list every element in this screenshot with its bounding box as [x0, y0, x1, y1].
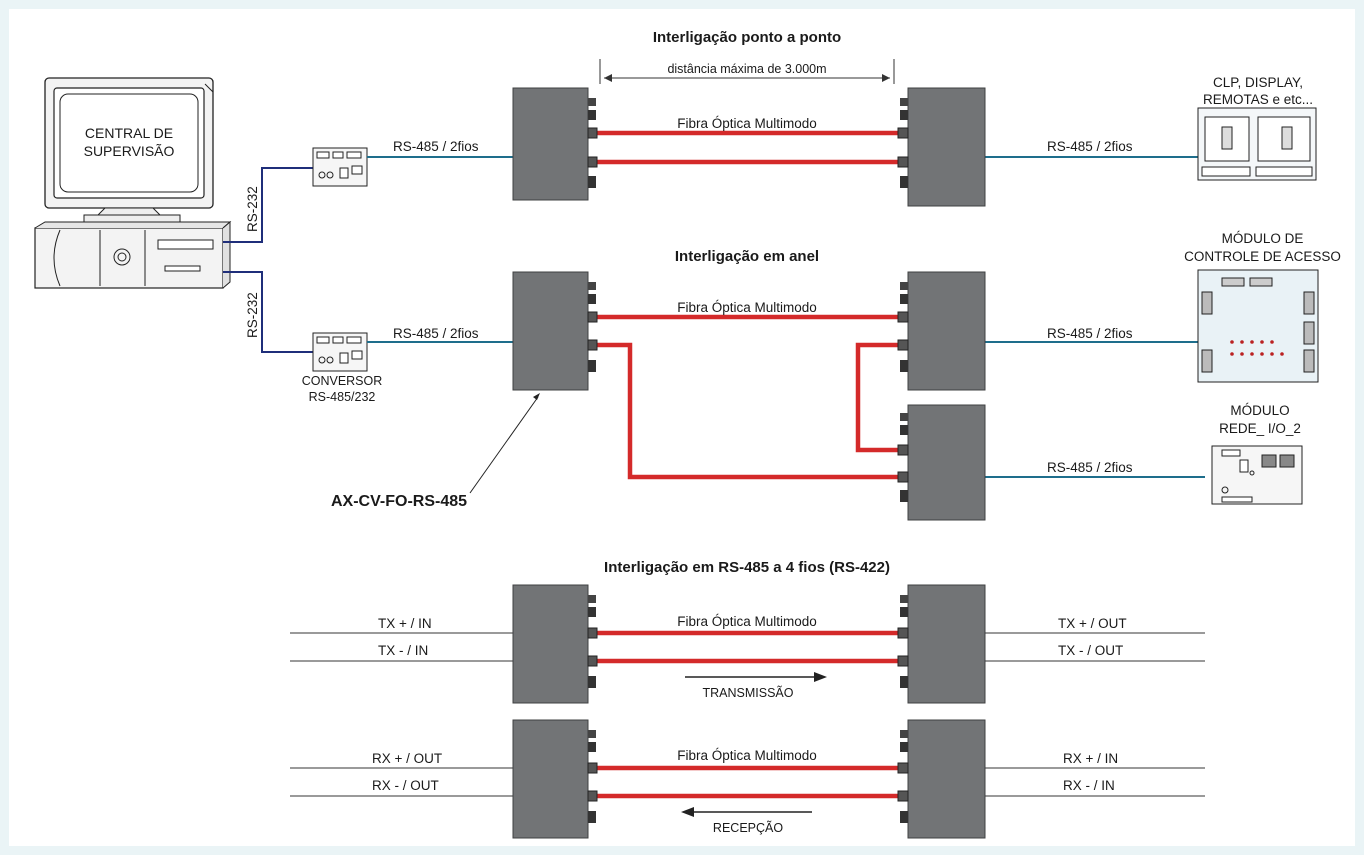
tx-plus-in-label: TX + / IN — [378, 616, 432, 631]
rx-plus-out-label: RX + / OUT — [372, 751, 443, 766]
rs485-label-5: RS-485 / 2fios — [1047, 460, 1133, 475]
rs485-label-4: RS-485 / 2fios — [1047, 326, 1133, 341]
tx-minus-out-label: TX - / OUT — [1058, 643, 1124, 658]
section-title-point-to-point: Interligação ponto a ponto — [652, 29, 842, 46]
access-control-module-icon — [1197, 269, 1319, 383]
computer-icon — [34, 77, 232, 289]
rx-plus-in-label: RX + / IN — [1063, 751, 1119, 766]
fiber-label-2: Fibra Óptica Multimodo — [677, 300, 817, 315]
diagram-canvas — [9, 9, 1355, 846]
rs485-label-2: RS-485 / 2fios — [1047, 139, 1133, 154]
fiber-converter-left-1 — [512, 87, 598, 201]
converter-board-top — [312, 147, 368, 187]
rs232-label-bottom: RS-232 — [245, 292, 260, 338]
device-model-label: AX-CV-FO-RS-485 — [331, 493, 468, 510]
fiber-converter-left-4 — [512, 719, 598, 839]
fiber-converter-right-5 — [897, 719, 986, 839]
distance-label: distância máxima de 3.000m — [667, 62, 827, 76]
fiber-converter-left-3 — [512, 584, 598, 704]
fiber-converter-right-4 — [897, 584, 986, 704]
rs232-cable-bottom — [223, 271, 313, 353]
fiber-converter-right-3 — [897, 404, 986, 521]
section-title-four-wire: Interligação em RS-485 a 4 fios (RS-422) — [604, 559, 890, 576]
fiber-converter-right-1 — [897, 87, 986, 207]
tx-minus-in-label: TX - / IN — [378, 643, 429, 658]
fiber-label-4: Fibra Óptica Multimodo — [677, 748, 817, 763]
tx-plus-out-label: TX + / OUT — [1058, 616, 1127, 631]
fiber-converter-right-2 — [897, 271, 986, 391]
rs232-label-top: RS-232 — [245, 186, 260, 232]
io-network-module-icon — [1211, 445, 1303, 505]
fiber-converter-left-2 — [512, 271, 598, 391]
clp-label: CLP, DISPLAY,REMOTAS e etc... — [1202, 75, 1314, 107]
clp-device-icon — [1197, 107, 1317, 181]
converter-board-bottom — [312, 332, 368, 372]
fiber-label-3: Fibra Óptica Multimodo — [677, 614, 817, 629]
section-title-ring: Interligação em anel — [674, 248, 820, 265]
rs232-cable-top — [223, 167, 313, 243]
transmission-label: TRANSMISSÃO — [702, 686, 794, 700]
rx-minus-out-label: RX - / OUT — [372, 778, 439, 793]
reception-label: RECEPÇÃO — [712, 821, 784, 835]
rs485-label-1: RS-485 / 2fios — [393, 139, 479, 154]
rx-minus-in-label: RX - / IN — [1063, 778, 1115, 793]
rs485-label-3: RS-485 / 2fios — [393, 326, 479, 341]
fiber-label-1: Fibra Óptica Multimodo — [677, 116, 817, 131]
